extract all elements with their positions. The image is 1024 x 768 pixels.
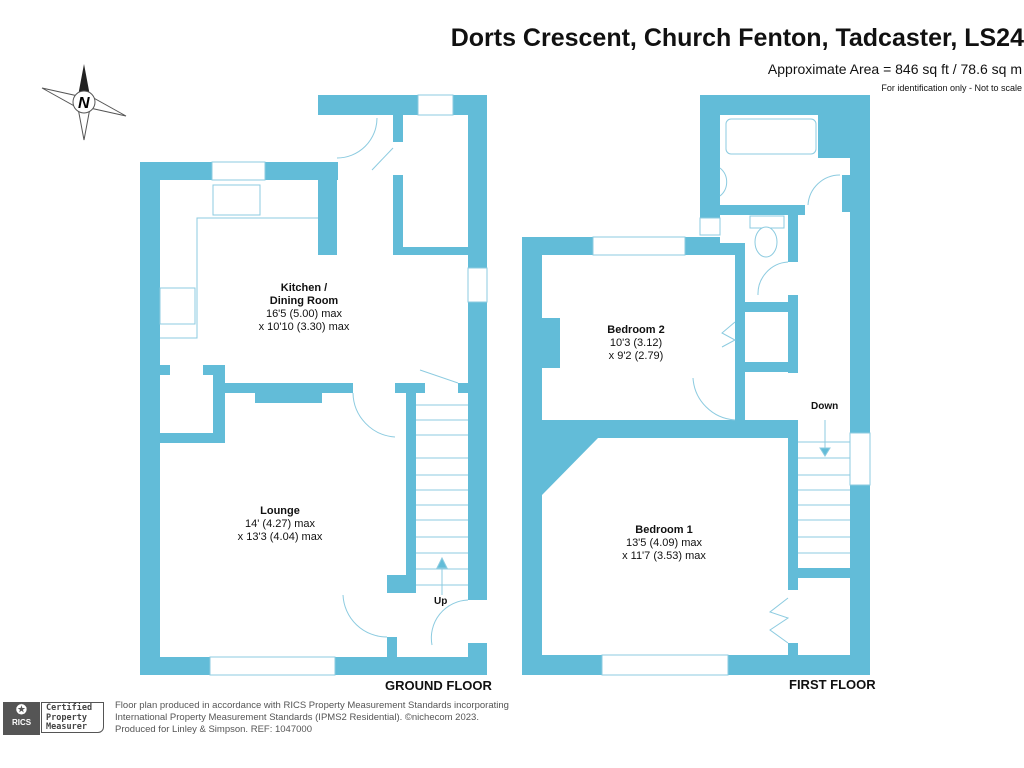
room-bedroom-1: Bedroom 1 13'5 (4.09) max x 11'7 (3.53) … xyxy=(622,524,706,563)
room-dimension: x 13'3 (4.04) max xyxy=(237,531,323,543)
room-dimension: 14' (4.27) max xyxy=(245,518,315,530)
footer-line: Floor plan produced in accordance with R… xyxy=(115,700,509,711)
compass-icon: N xyxy=(41,64,127,141)
rics-logo-text: RICS xyxy=(11,718,32,727)
badge-text: Measurer xyxy=(46,722,87,732)
footer-line: Produced for Linley & Simpson. REF: 1047… xyxy=(115,724,312,735)
footer-disclaimer: Floor plan produced in accordance with R… xyxy=(115,700,509,736)
wall xyxy=(798,568,850,578)
wall xyxy=(318,95,487,115)
window xyxy=(211,161,266,181)
room-name: Kitchen / xyxy=(280,282,328,294)
compass-north-label: N xyxy=(78,95,90,112)
ground-floor-label: GROUND FLOOR xyxy=(385,678,492,693)
wall xyxy=(393,247,470,255)
rics-badge: ✪ RICS Certified Property Measurer xyxy=(3,702,107,735)
badge-text: Certified xyxy=(46,703,93,713)
wall xyxy=(160,433,225,443)
wall xyxy=(406,385,416,585)
wall xyxy=(735,243,745,438)
wall xyxy=(393,175,403,255)
wall xyxy=(160,365,170,375)
toilet xyxy=(754,226,778,258)
badge-text: Property xyxy=(46,712,87,723)
room-dimension: x 10'10 (3.30) max xyxy=(258,321,350,333)
wall xyxy=(387,637,397,657)
wall xyxy=(542,318,560,368)
wall xyxy=(468,95,487,600)
wall xyxy=(788,215,798,262)
wall xyxy=(745,362,790,372)
first-floor-walls xyxy=(522,95,870,675)
wall xyxy=(788,295,798,373)
stairs-up-label: Up xyxy=(434,596,448,607)
wall xyxy=(255,393,322,403)
approximate-area: Approximate Area = 846 sq ft / 78.6 sq m xyxy=(767,61,1022,77)
wall xyxy=(542,438,598,495)
wall xyxy=(788,420,798,590)
room-kitchen-dining: Kitchen / Dining Room 16'5 (5.00) max x … xyxy=(259,282,350,334)
room-lounge: Lounge 14' (4.27) max x 13'3 (4.04) max xyxy=(238,505,323,544)
wall xyxy=(225,383,353,393)
room-dimension: 10'3 (3.12) xyxy=(609,337,663,349)
wall xyxy=(745,302,790,312)
door-swings xyxy=(336,117,469,646)
ground-stairs xyxy=(416,404,468,595)
first-stairs xyxy=(798,420,850,554)
window xyxy=(209,656,336,676)
footer-line: International Property Measurement Stand… xyxy=(115,712,479,723)
wall xyxy=(387,575,416,593)
rics-logo: ✪ RICS xyxy=(3,702,40,735)
property-title: Dorts Crescent, Church Fenton, Tadcaster… xyxy=(450,24,1024,52)
wall xyxy=(458,383,470,393)
wall xyxy=(522,420,798,438)
room-name: Bedroom 1 xyxy=(635,524,693,536)
wall xyxy=(140,162,160,675)
window xyxy=(849,432,871,486)
wall xyxy=(788,643,798,657)
room-name: Bedroom 2 xyxy=(607,324,665,336)
wall xyxy=(850,95,870,675)
wall xyxy=(842,175,850,212)
wall xyxy=(720,205,805,215)
room-name: Lounge xyxy=(260,505,300,517)
room-dimension: x 9'2 (2.79) xyxy=(608,350,664,362)
window xyxy=(601,654,729,676)
wall xyxy=(700,95,870,115)
window xyxy=(592,236,686,256)
wall xyxy=(522,237,542,675)
wall xyxy=(700,95,720,220)
stairs-down-label: Down xyxy=(811,401,839,412)
bath xyxy=(725,118,817,155)
ground-floor-walls xyxy=(140,95,487,675)
room-bedroom-2: Bedroom 2 10'3 (3.12) x 9'2 (2.79) xyxy=(607,324,664,363)
window xyxy=(467,267,488,303)
room-dimension: 16'5 (5.00) max xyxy=(265,308,343,320)
room-dimension: 13'5 (4.09) max xyxy=(625,537,703,549)
wall xyxy=(393,115,403,142)
kitchen-sink xyxy=(212,184,261,216)
first-floor-label: FIRST FLOOR xyxy=(789,677,876,692)
worktop xyxy=(160,217,318,339)
window xyxy=(417,94,454,116)
toilet-cistern xyxy=(749,215,785,229)
window xyxy=(699,217,721,236)
scale-note: For identification only - Not to scale xyxy=(881,83,1022,93)
room-name: Dining Room xyxy=(269,295,339,307)
door-swings-first xyxy=(692,174,841,644)
basin xyxy=(719,167,728,197)
hob xyxy=(159,287,196,325)
room-dimension: x 11'7 (3.53) max xyxy=(622,550,706,562)
wall xyxy=(213,365,225,443)
wall xyxy=(318,162,337,255)
